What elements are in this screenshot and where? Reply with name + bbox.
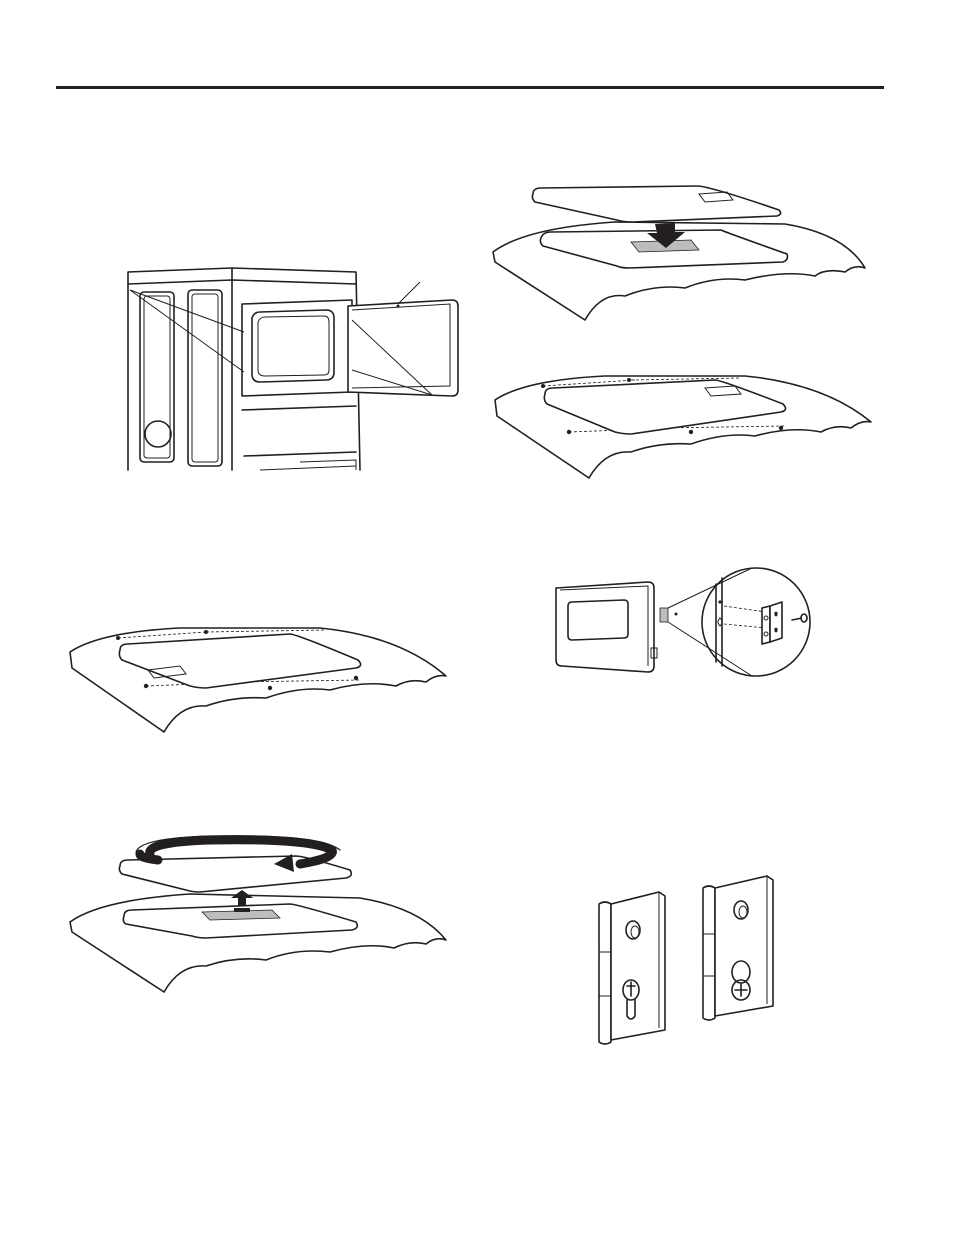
figure-hinge-detail	[552, 562, 817, 682]
figure-dryer-front	[120, 260, 470, 475]
figure-door-panel-screws-right	[485, 370, 880, 485]
header-rule	[56, 86, 884, 89]
figure-door-panel-screws-left	[60, 622, 455, 740]
figure-door-panel-lower	[485, 180, 880, 330]
figure-hinge-pair	[585, 870, 785, 1050]
figure-door-panel-rotate	[60, 835, 455, 996]
